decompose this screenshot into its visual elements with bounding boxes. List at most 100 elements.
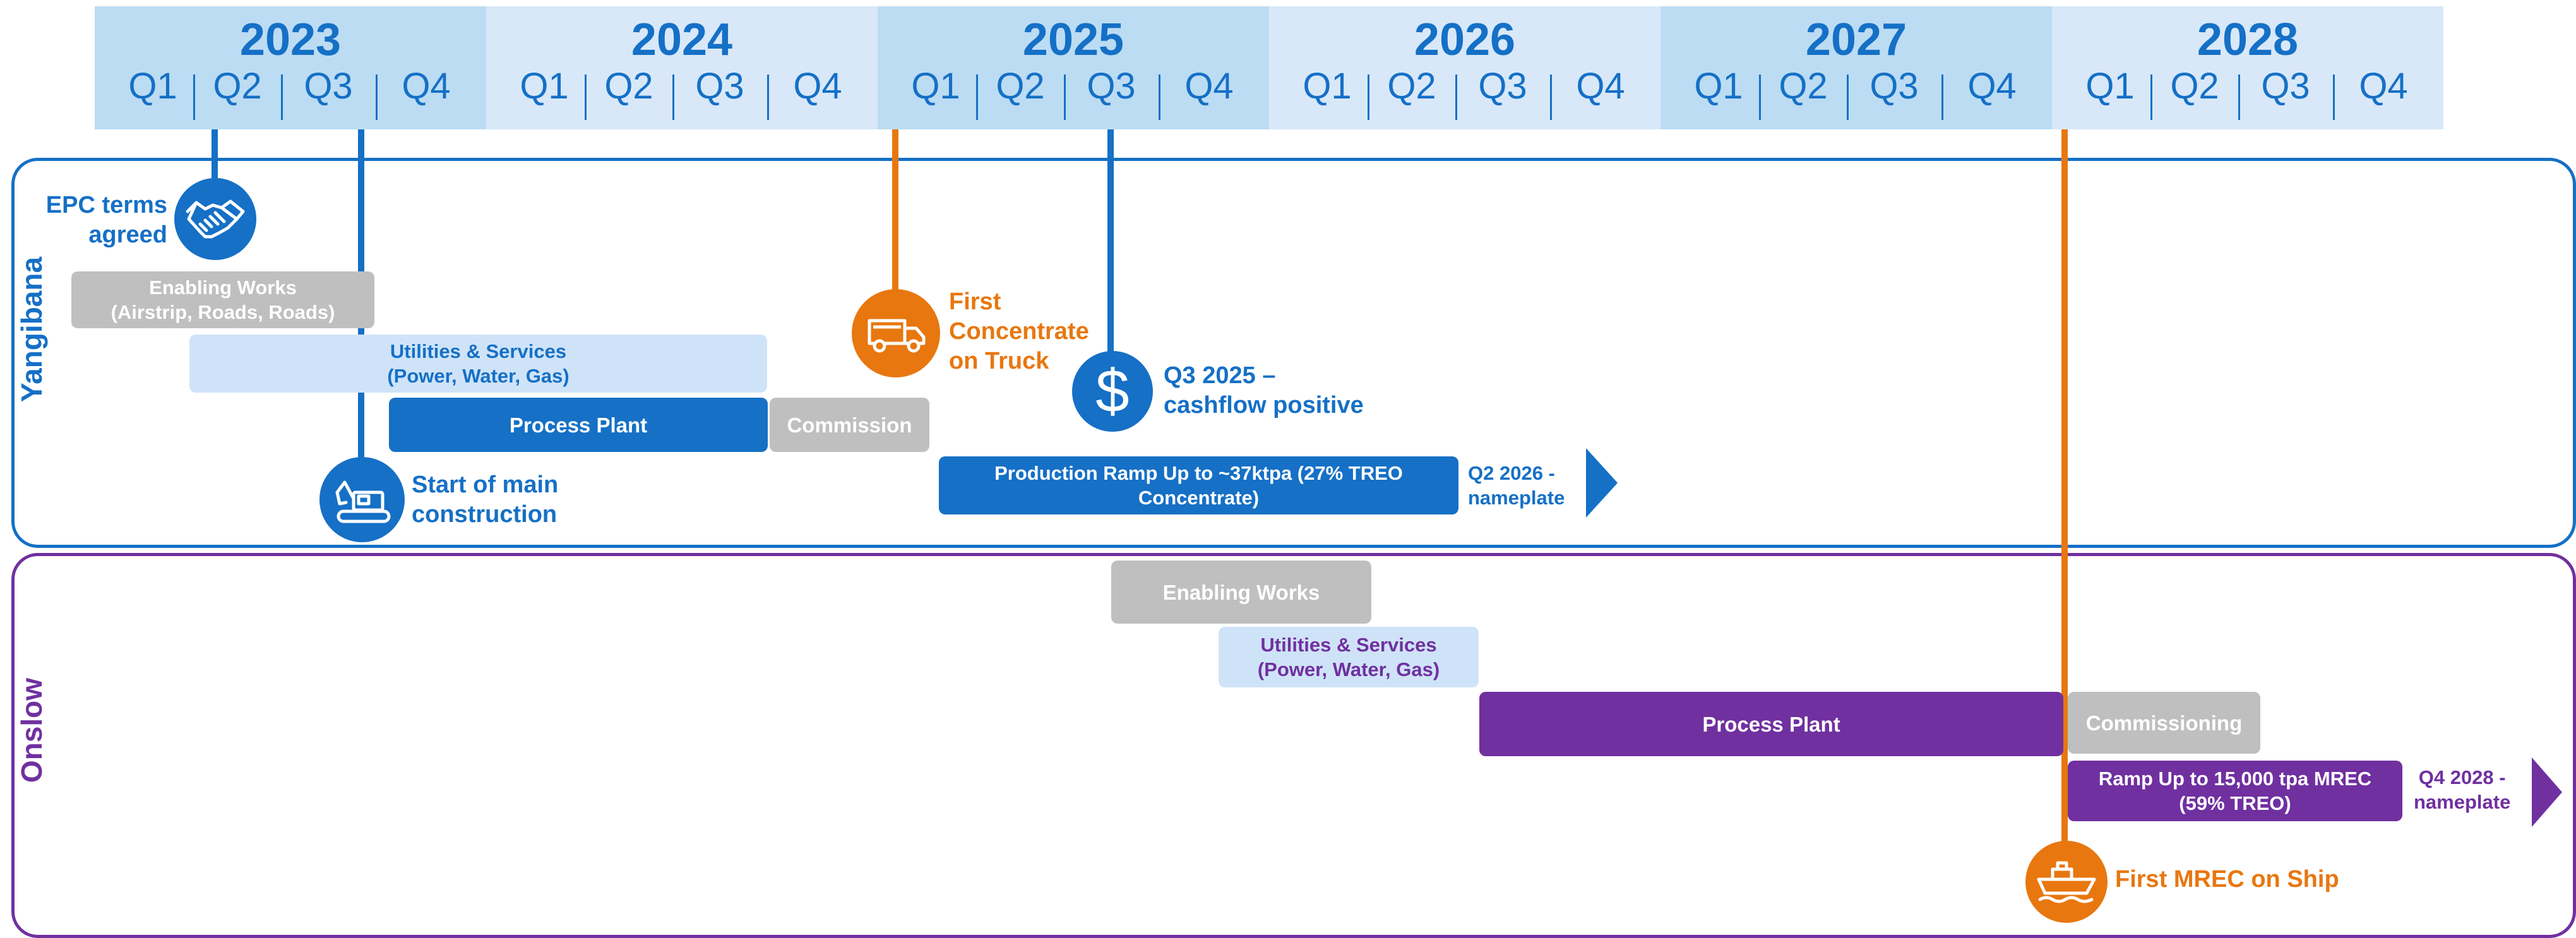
main-construction-marker [319, 457, 405, 542]
excavator-icon [331, 470, 394, 530]
quarter-separator [376, 74, 378, 120]
ship-icon [2035, 855, 2098, 909]
quarter-label: Q1 [2085, 66, 2135, 107]
onslow-enabling-works-text: Enabling Works [1162, 580, 1320, 604]
quarter-separator [585, 74, 587, 120]
yangibana-nameplate-text: Q2 2026 - nameplate [1468, 462, 1565, 509]
yangibana-process-plant-text: Process Plant [509, 413, 648, 437]
year-label: 2027 [1805, 15, 1907, 65]
quarter-label: Q4 [1967, 66, 2017, 107]
truck-icon [864, 307, 927, 360]
yangibana-utilities-text: Utilities & Services (Power, Water, Gas) [387, 340, 569, 387]
cashflow-marker: $ [1072, 351, 1153, 432]
first-mrec-text: First MREC on Ship [2115, 866, 2339, 893]
quarter-label: Q2 [213, 66, 262, 107]
yangibana-enabling-works-bar: Enabling Works (Airstrip, Roads, Roads) [71, 271, 374, 328]
main-construction-text: Start of main construction [412, 472, 559, 528]
quarter-label: Q2 [604, 66, 653, 107]
quarter-label: Q2 [996, 66, 1045, 107]
yangibana-commission-text: Commission [787, 413, 912, 437]
quarter-separator [193, 74, 195, 120]
cashflow-line [1107, 129, 1114, 366]
yangibana-nameplate-arrow [1586, 448, 1618, 518]
quarter-label: Q1 [128, 66, 177, 107]
quarter-label: Q2 [2170, 66, 2219, 107]
year-label: 2028 [2197, 15, 2299, 65]
quarter-separator [1455, 74, 1457, 120]
year-label: 2026 [1414, 15, 1516, 65]
quarter-label: Q4 [793, 66, 842, 107]
cashflow-text: Q3 2025 – cashflow positive [1164, 362, 1364, 419]
quarter-label: Q3 [304, 66, 353, 107]
quarter-separator [672, 74, 674, 120]
dollar-icon: $ [1095, 357, 1130, 425]
quarter-label: Q1 [911, 66, 960, 107]
first-concentrate-marker [852, 289, 940, 377]
yangibana-label: Yangibana [15, 256, 48, 402]
quarter-separator [281, 74, 283, 120]
quarter-separator [767, 74, 769, 120]
quarter-label: Q4 [402, 66, 451, 107]
first-mrec-marker [2025, 841, 2108, 923]
quarter-separator [1847, 74, 1849, 120]
quarter-label: Q1 [520, 66, 569, 107]
quarter-label: Q2 [1387, 66, 1436, 107]
quarter-separator [2238, 74, 2240, 120]
onslow-ramp-up-bar: Ramp Up to 15,000 tpa MREC (59% TREO) [2068, 761, 2402, 821]
year-label: 2023 [239, 15, 342, 65]
first-mrec-line [2061, 129, 2068, 849]
yangibana-enabling-works-text: Enabling Works (Airstrip, Roads, Roads) [110, 276, 335, 323]
onslow-ramp-up-text: Ramp Up to 15,000 tpa MREC (59% TREO) [2098, 768, 2372, 814]
handshake-icon [184, 193, 247, 246]
quarter-label: Q4 [1576, 66, 1625, 107]
quarter-separator [1550, 74, 1552, 120]
quarter-label: Q1 [1303, 66, 1352, 107]
quarter-separator [1368, 74, 1369, 120]
quarter-label: Q2 [1779, 66, 1828, 107]
onslow-process-plant-text: Process Plant [1702, 712, 1840, 736]
quarter-separator [976, 74, 978, 120]
quarter-label: Q4 [1184, 66, 1234, 107]
year-label: 2025 [1022, 15, 1124, 65]
yangibana-utilities-bar: Utilities & Services (Power, Water, Gas) [189, 335, 767, 393]
epc-marker [174, 178, 256, 260]
quarter-separator [1759, 74, 1761, 120]
quarter-separator [1941, 74, 1943, 120]
onslow-process-plant-bar: Process Plant [1479, 692, 2063, 756]
year-label: 2024 [631, 15, 733, 65]
quarter-label: Q3 [1478, 66, 1527, 107]
onslow-nameplate-arrow [2532, 757, 2562, 827]
quarter-separator [1159, 74, 1160, 120]
onslow-nameplate-text: Q4 2028 - nameplate [2414, 766, 2511, 813]
onslow-utilities-bar: Utilities & Services (Power, Water, Gas) [1219, 627, 1479, 687]
quarter-label: Q3 [1869, 66, 1919, 107]
yangibana-panel [11, 158, 2576, 548]
quarter-label: Q4 [2359, 66, 2408, 107]
onslow-commissioning-text: Commissioning [2085, 711, 2243, 735]
quarter-separator [2333, 74, 2335, 120]
yangibana-production-ramp-text: Production Ramp Up to ~37ktpa (27% TREO … [994, 462, 1403, 509]
onslow-label: Onslow [15, 677, 48, 783]
quarter-separator [2150, 74, 2152, 120]
quarter-label: Q1 [1694, 66, 1743, 107]
first-concentrate-line [892, 129, 898, 300]
quarter-label: Q3 [1087, 66, 1136, 107]
yangibana-commission-bar: Commission [770, 398, 929, 452]
quarter-separator [1064, 74, 1066, 120]
onslow-commissioning-bar: Commissioning [2068, 692, 2260, 754]
epc-line [212, 129, 218, 186]
yangibana-process-plant-bar: Process Plant [389, 398, 768, 452]
first-concentrate-text: First Concentrate on Truck [949, 288, 1089, 374]
onslow-utilities-text: Utilities & Services (Power, Water, Gas) [1257, 634, 1440, 680]
yangibana-production-ramp-bar: Production Ramp Up to ~37ktpa (27% TREO … [939, 456, 1458, 514]
epc-text: EPC terms agreed [45, 192, 167, 248]
quarter-label: Q3 [695, 66, 744, 107]
onslow-enabling-works-bar: Enabling Works [1111, 561, 1371, 624]
quarter-label: Q3 [2261, 66, 2310, 107]
